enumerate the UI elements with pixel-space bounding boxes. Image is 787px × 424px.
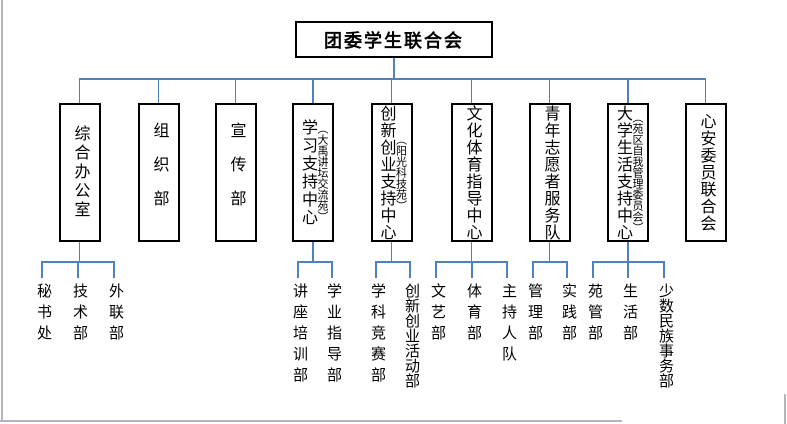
root-org-box: 团委学生联合会	[295, 21, 493, 58]
root-org-title: 团委学生联合会	[324, 30, 464, 51]
child-drop-line	[627, 261, 629, 278]
dept-drop-line	[548, 78, 551, 103]
dept-label: 综合办公室	[71, 125, 89, 220]
dept-drop-line	[78, 78, 81, 103]
dept-drop-line	[234, 78, 237, 103]
sub-dept-label: 少数民族事务部	[657, 283, 673, 388]
dept-box-4: 学习支持中心（大禹讲坛交流苑）	[292, 103, 334, 242]
dept-label: 学习支持中心	[299, 118, 316, 227]
dept-child-stem-line	[78, 242, 81, 261]
sub-dept-label: 主持人队	[500, 283, 516, 367]
child-drop-line	[375, 261, 377, 278]
page-edge-left	[1, 0, 3, 421]
dept-label: 心安委员联合会	[697, 113, 715, 232]
dept-box-2: 组织部	[137, 103, 180, 242]
dept-drop-line	[627, 78, 629, 103]
dept-box-7: 青年志愿者服务队	[528, 103, 571, 242]
dept-child-stem-line	[627, 242, 629, 261]
dept-box-8: 大学生活支持中心（苑区自我管理委员会）	[607, 103, 649, 242]
main-bus-line	[79, 78, 706, 80]
dept-label: 青年志愿者服务队	[541, 104, 559, 241]
sub-dept-label: 技术部	[71, 283, 87, 346]
child-drop-line	[409, 261, 411, 278]
child-drop-line	[566, 261, 568, 278]
child-drop-line	[41, 261, 43, 278]
sub-dept-label: 体育部	[465, 283, 481, 346]
child-drop-line	[331, 261, 333, 278]
dept-box-1: 综合办公室	[58, 103, 101, 242]
sub-dept-label: 苑管部	[586, 283, 602, 346]
child-drop-line	[113, 261, 115, 278]
sub-dept-label: 学科竞赛部	[369, 283, 385, 388]
child-drop-line	[435, 261, 437, 278]
child-bus-line	[533, 261, 567, 263]
sub-dept-label: 实践部	[560, 283, 576, 346]
page-edge-right	[784, 394, 786, 424]
sub-dept-label: 文艺部	[429, 283, 445, 346]
dept-child-stem-line	[312, 242, 314, 261]
sub-dept-label: 管理部	[526, 283, 542, 346]
dept-label: 组织部	[150, 121, 168, 224]
child-bus-line	[376, 261, 410, 263]
dept-drop-line	[390, 78, 393, 103]
dept-annotation: （苑区自我管理委员会）	[631, 112, 643, 233]
sub-dept-label: 外联部	[107, 283, 123, 346]
dept-child-stem-line	[470, 242, 473, 261]
dept-label: 大学生活支持中心	[614, 104, 631, 241]
dept-annotation: （大禹讲坛交流苑）	[316, 123, 328, 222]
sub-dept-label: 讲座培训部	[291, 283, 307, 388]
dept-box-6: 文化体育指导中心	[450, 103, 493, 242]
dept-drop-line	[312, 78, 314, 103]
root-stem-line	[393, 58, 395, 78]
sub-dept-label: 秘书处	[35, 283, 51, 346]
dept-label: 文化体育指导中心	[463, 104, 481, 241]
dept-drop-line	[157, 78, 160, 103]
child-drop-line	[471, 261, 473, 278]
dept-box-5: 创新创业支持中心（阳光科技苑）	[370, 103, 413, 242]
dept-drop-line	[470, 78, 473, 103]
dept-label: 宣传部	[227, 121, 245, 224]
child-drop-line	[77, 261, 79, 278]
sub-dept-label: 学业指导部	[325, 283, 341, 388]
dept-box-9: 心安委员联合会	[684, 103, 727, 242]
child-drop-line	[663, 261, 665, 278]
dept-box-3: 宣传部	[214, 103, 257, 242]
page-edge-bottom	[0, 420, 622, 422]
child-bus-line	[298, 261, 332, 263]
child-drop-line	[532, 261, 534, 278]
dept-child-stem-line	[390, 242, 393, 261]
dept-annotation: （阳光科技苑）	[394, 134, 407, 211]
dept-child-stem-line	[548, 242, 551, 261]
child-drop-line	[297, 261, 299, 278]
sub-dept-label: 生活部	[621, 283, 637, 346]
dept-drop-line	[704, 78, 707, 103]
child-drop-line	[506, 261, 508, 278]
child-drop-line	[592, 261, 594, 278]
dept-label: 创新创业支持中心	[377, 104, 395, 241]
sub-dept-label: 创新创业活动部	[403, 283, 419, 388]
